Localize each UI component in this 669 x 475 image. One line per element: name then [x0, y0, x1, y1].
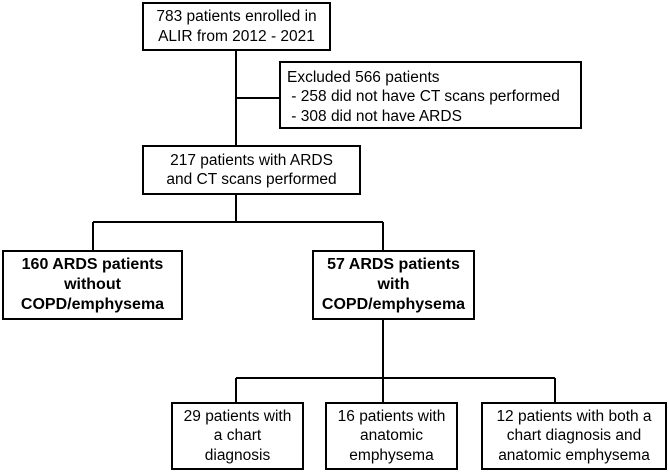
chart-diagnosis-box: 29 patients with a chart diagnosis: [171, 402, 304, 470]
chart-diagnosis-line-2: a chart: [213, 427, 262, 445]
enrolled-box: 783 patients enrolled in ALIR from 2012 …: [142, 2, 331, 51]
enrolled-line-2: ALIR from 2012 - 2021: [158, 27, 315, 45]
without-copd-box: 160 ARDS patients without COPD/emphysema: [2, 250, 183, 320]
anatomic-emphysema-line-1: 16 patients with: [337, 407, 446, 425]
anatomic-emphysema-box: 16 patients with anatomic emphysema: [325, 402, 458, 470]
excluded-line-1: Excluded 566 patients: [287, 69, 440, 86]
both-diagnosis-line-3: anatomic emphysema: [498, 446, 650, 464]
without-copd-line-2: without: [64, 276, 121, 293]
anatomic-emphysema-line-3: emphysema: [349, 446, 434, 464]
both-diagnosis-line-1: 12 patients with both a: [496, 407, 652, 425]
without-copd-line-1: 160 ARDS patients: [21, 256, 164, 273]
with-copd-line-2: with: [377, 276, 410, 293]
excluded-box: Excluded 566 patients - 258 did not have…: [279, 61, 582, 129]
both-diagnosis-box: 12 patients with both a chart diagnosis …: [481, 402, 667, 470]
ards-ct-line-2: and CT scans performed: [166, 171, 337, 188]
ards-ct-box: 217 patients with ARDS and CT scans perf…: [142, 145, 361, 195]
excluded-line-2: - 258 did not have CT scans performed: [287, 88, 560, 106]
enrolled-line-1: 783 patients enrolled in: [156, 8, 317, 26]
excluded-line-3: - 308 did not have ARDS: [287, 107, 462, 125]
ards-ct-line-1: 217 patients with ARDS: [170, 151, 333, 169]
without-copd-line-3: COPD/emphysema: [20, 296, 165, 313]
chart-diagnosis-line-3: diagnosis: [204, 446, 271, 464]
both-diagnosis-line-2: chart diagnosis and: [506, 427, 642, 445]
anatomic-emphysema-line-2: anatomic: [360, 427, 423, 445]
chart-diagnosis-line-1: 29 patients with: [183, 407, 292, 425]
with-copd-line-3: COPD/emphysema: [321, 296, 466, 313]
with-copd-box: 57 ARDS patients with COPD/emphysema: [312, 250, 475, 320]
with-copd-line-1: 57 ARDS patients: [327, 256, 460, 273]
